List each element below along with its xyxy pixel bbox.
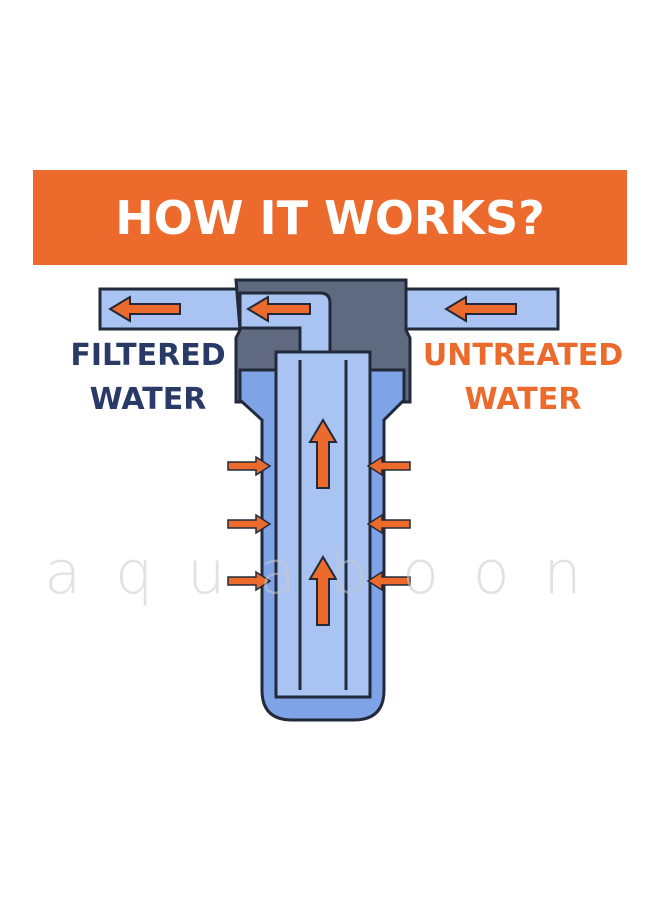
up-arrow-icon: [308, 555, 338, 626]
watermark-logo: aquaboon: [44, 538, 616, 608]
left-arrow-icon: [108, 295, 181, 323]
left-arrow-icon: [366, 570, 411, 592]
filter-cartridge: [274, 350, 372, 699]
left-arrow-icon: [246, 295, 311, 323]
title-banner: HOW IT WORKS?: [33, 170, 627, 265]
left-arrow-icon: [366, 513, 411, 535]
banner-title: HOW IT WORKS?: [115, 190, 545, 245]
left-arrow-icon: [366, 455, 411, 477]
right-arrow-icon: [227, 455, 272, 477]
untreated-water-label: UNTREATED WATER: [422, 338, 624, 417]
right-arrow-icon: [227, 513, 272, 535]
up-arrow-icon: [308, 418, 338, 489]
right-arrow-icon: [227, 570, 272, 592]
filtered-water-label: FILTERED WATER: [70, 338, 226, 417]
left-arrow-icon: [444, 295, 517, 323]
